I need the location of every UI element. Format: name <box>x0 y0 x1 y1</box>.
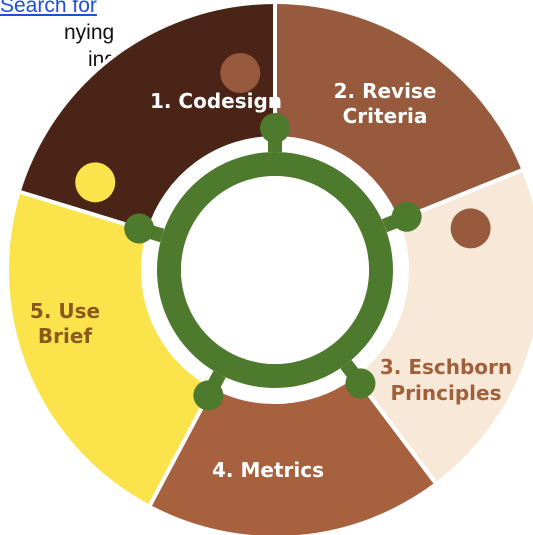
segment-label-metrics: 4. Metrics <box>212 458 324 482</box>
segment-label-eschborn: 3. Eschborn <box>380 355 512 379</box>
segment-metrics <box>146 372 440 535</box>
segment-label-usebrief: 5. Use <box>30 299 100 323</box>
segment-label-revise: 2. Revise <box>334 79 437 103</box>
segment-usebrief <box>4 189 216 510</box>
segment-eschborn <box>351 167 533 487</box>
segment-label-revise: Criteria <box>343 104 428 128</box>
hub-knob <box>391 201 422 232</box>
hub-knob <box>124 213 155 244</box>
segment-revise <box>273 0 527 224</box>
hub-knob <box>193 380 224 411</box>
segment-label-codesign: 1. Codesign <box>150 89 282 113</box>
segment-label-eschborn: Principles <box>391 381 502 405</box>
hub-knob <box>345 368 376 399</box>
puzzle-knob <box>189 439 230 480</box>
hub-center <box>181 176 369 364</box>
hub-ring <box>157 152 393 388</box>
puzzle-knob <box>75 162 116 203</box>
hub-knob <box>260 113 290 143</box>
puzzle-knob <box>450 208 491 249</box>
search-link[interactable]: Search for <box>0 0 97 17</box>
puzzle-knob <box>220 53 261 94</box>
segment-label-usebrief: Brief <box>38 324 93 348</box>
puzzle-knob <box>351 431 392 471</box>
text-fragment: nying <box>64 21 115 44</box>
